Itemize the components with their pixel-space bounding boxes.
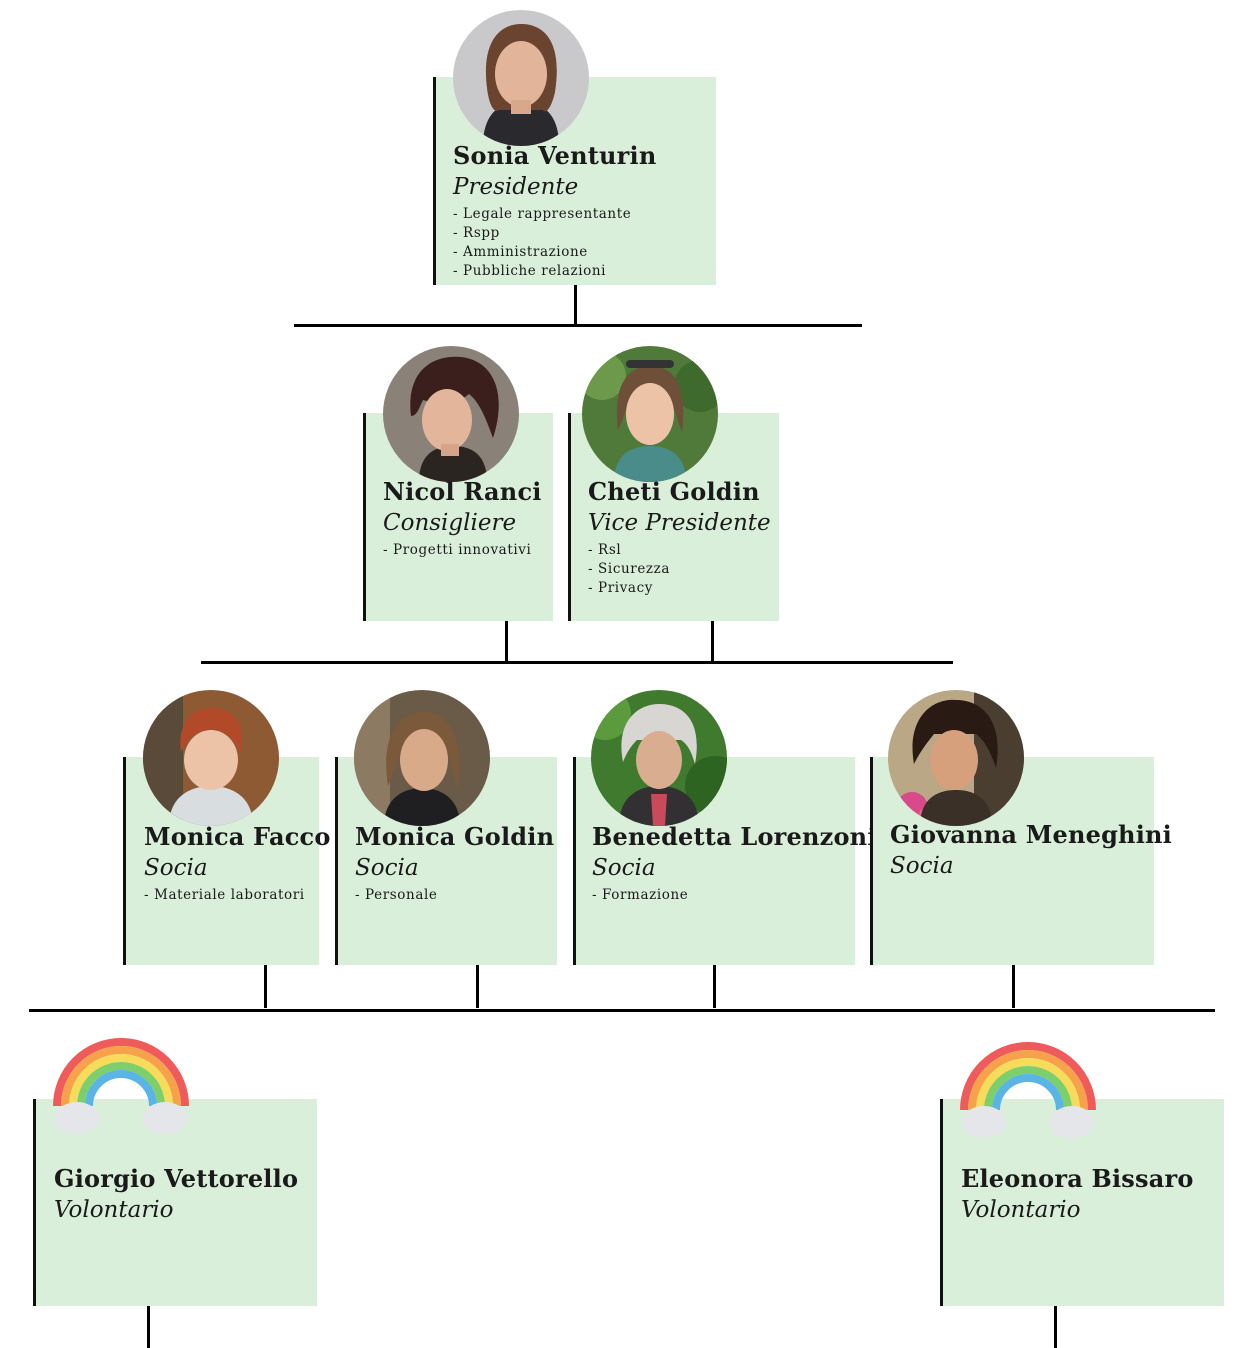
connector-lorenzoni-vertical bbox=[713, 964, 716, 1008]
duty-item: - Rsl bbox=[588, 542, 622, 558]
duty-list: - Legale rappresentante - Rspp - Amminis… bbox=[453, 205, 657, 281]
person-role: Socia bbox=[144, 855, 208, 881]
duty-item: - Formazione bbox=[592, 887, 689, 903]
person-name: Monica Facco bbox=[144, 822, 331, 851]
avatar-cheti-goldin bbox=[582, 346, 718, 482]
info-cheti-goldin: Cheti Goldin Vice Presidente - Rsl - Sic… bbox=[588, 477, 771, 598]
avatar-monica-goldin bbox=[354, 690, 490, 826]
connector-mgoldin-vertical bbox=[476, 964, 479, 1008]
duty-item: - Amministrazione bbox=[453, 244, 588, 260]
connector-bar-3 bbox=[29, 1009, 1215, 1012]
connector-nicol-vertical bbox=[505, 620, 508, 664]
person-role: Volontario bbox=[961, 1197, 1081, 1223]
info-eleonora-bissaro: Eleonora Bissaro Volontario bbox=[961, 1164, 1194, 1226]
avatar-sonia-venturin bbox=[453, 10, 589, 146]
duty-list: - Progetti innovativi bbox=[383, 541, 542, 560]
person-role: Socia bbox=[355, 855, 419, 881]
duty-item: - Personale bbox=[355, 887, 438, 903]
info-giorgio-vettorello: Giorgio Vettorello Volontario bbox=[54, 1164, 298, 1226]
duty-item: - Legale rappresentante bbox=[453, 206, 632, 222]
person-name: Giorgio Vettorello bbox=[54, 1164, 299, 1193]
connector-bissaro-vertical bbox=[1054, 1306, 1057, 1348]
duty-list: - Rsl - Sicurezza - Privacy bbox=[588, 541, 771, 598]
info-nicol-ranci: Nicol Ranci Consigliere - Progetti innov… bbox=[383, 477, 542, 560]
person-role: Vice Presidente bbox=[588, 510, 771, 536]
info-giovanna-meneghini: Giovanna Meneghini Socia bbox=[890, 820, 1172, 882]
person-role: Presidente bbox=[453, 174, 579, 200]
person-name: Monica Goldin bbox=[355, 822, 555, 851]
connector-bar-1 bbox=[294, 324, 862, 327]
duty-item: - Rspp bbox=[453, 225, 500, 241]
duty-list: - Materiale laboratori bbox=[144, 886, 331, 905]
person-role: Socia bbox=[890, 853, 954, 879]
duty-item: - Pubbliche relazioni bbox=[453, 263, 607, 279]
duty-item: - Sicurezza bbox=[588, 561, 670, 577]
person-name: Benedetta Lorenzoni bbox=[592, 822, 877, 851]
person-name: Giovanna Meneghini bbox=[890, 820, 1172, 849]
person-role: Consigliere bbox=[383, 510, 517, 536]
person-name: Eleonora Bissaro bbox=[961, 1164, 1194, 1193]
duty-list: - Personale bbox=[355, 886, 554, 905]
person-role: Volontario bbox=[54, 1197, 174, 1223]
duty-list: - Formazione bbox=[592, 886, 877, 905]
info-benedetta-lorenzoni: Benedetta Lorenzoni Socia - Formazione bbox=[592, 822, 877, 905]
avatar-nicol-ranci bbox=[383, 346, 519, 482]
duty-item: - Privacy bbox=[588, 580, 653, 596]
connector-top-vertical bbox=[574, 285, 577, 327]
connector-vettorello-vertical bbox=[147, 1306, 150, 1348]
duty-item: - Progetti innovativi bbox=[383, 542, 532, 558]
avatar-giovanna-meneghini bbox=[888, 690, 1024, 826]
rainbow-icon bbox=[960, 1042, 1096, 1138]
connector-facco-vertical bbox=[264, 964, 267, 1008]
rainbow-icon bbox=[53, 1038, 189, 1134]
info-monica-goldin: Monica Goldin Socia - Personale bbox=[355, 822, 554, 905]
duty-item: - Materiale laboratori bbox=[144, 887, 305, 903]
avatar-monica-facco bbox=[143, 690, 279, 826]
person-name: Cheti Goldin bbox=[588, 477, 760, 506]
person-name: Sonia Venturin bbox=[453, 141, 657, 170]
info-sonia-venturin: Sonia Venturin Presidente - Legale rappr… bbox=[453, 141, 657, 281]
connector-meneghini-vertical bbox=[1012, 964, 1015, 1008]
person-name: Nicol Ranci bbox=[383, 477, 542, 506]
connector-bar-2 bbox=[201, 661, 953, 664]
connector-cheti-vertical bbox=[711, 620, 714, 664]
avatar-benedetta-lorenzoni bbox=[591, 690, 727, 826]
info-monica-facco: Monica Facco Socia - Materiale laborator… bbox=[144, 822, 331, 905]
person-role: Socia bbox=[592, 855, 656, 881]
